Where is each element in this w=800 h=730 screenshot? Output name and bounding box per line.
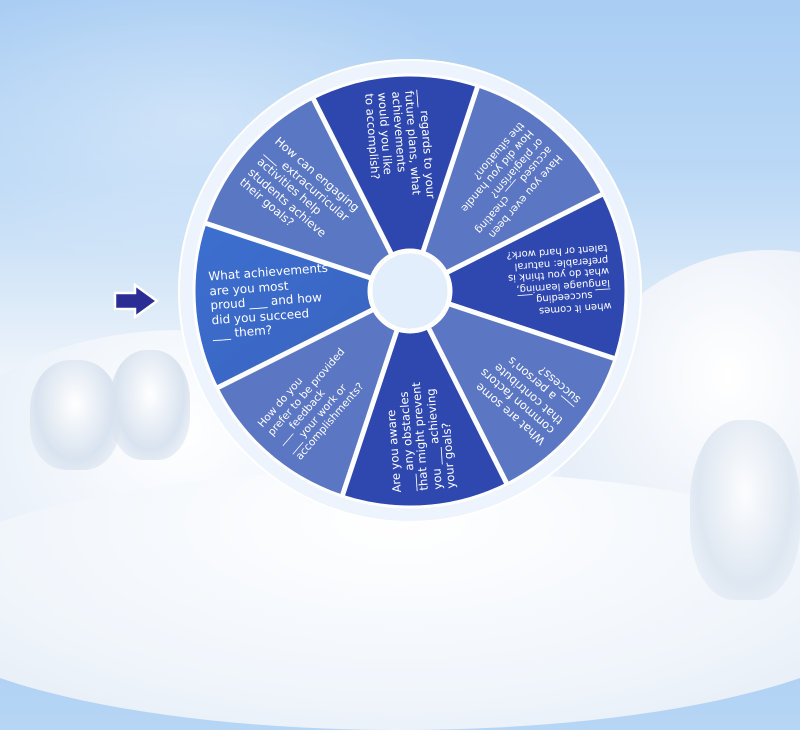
wheel-pointer bbox=[113, 282, 161, 320]
segment-feedback bbox=[217, 291, 410, 497]
snowy-bush bbox=[30, 360, 120, 470]
segment-common-factors bbox=[410, 291, 616, 484]
wheel-graphic bbox=[178, 59, 642, 523]
arrow-right-icon bbox=[113, 282, 160, 320]
snowy-grass bbox=[690, 420, 800, 600]
segment-text-obstacles: Are you aware ___ any obstacles that mig… bbox=[383, 381, 458, 494]
segment-future-plans bbox=[312, 74, 478, 291]
spinner-wheel[interactable]: What achievements are you most proud ___… bbox=[178, 59, 642, 523]
segment-what-achievements bbox=[193, 223, 410, 388]
wheel-hub bbox=[367, 248, 453, 334]
snowy-bush bbox=[110, 350, 190, 460]
segment-obstacles bbox=[342, 291, 507, 508]
segment-language-learning bbox=[410, 193, 627, 359]
segment-cheating bbox=[410, 85, 603, 292]
segment-extracurricular bbox=[204, 98, 410, 291]
